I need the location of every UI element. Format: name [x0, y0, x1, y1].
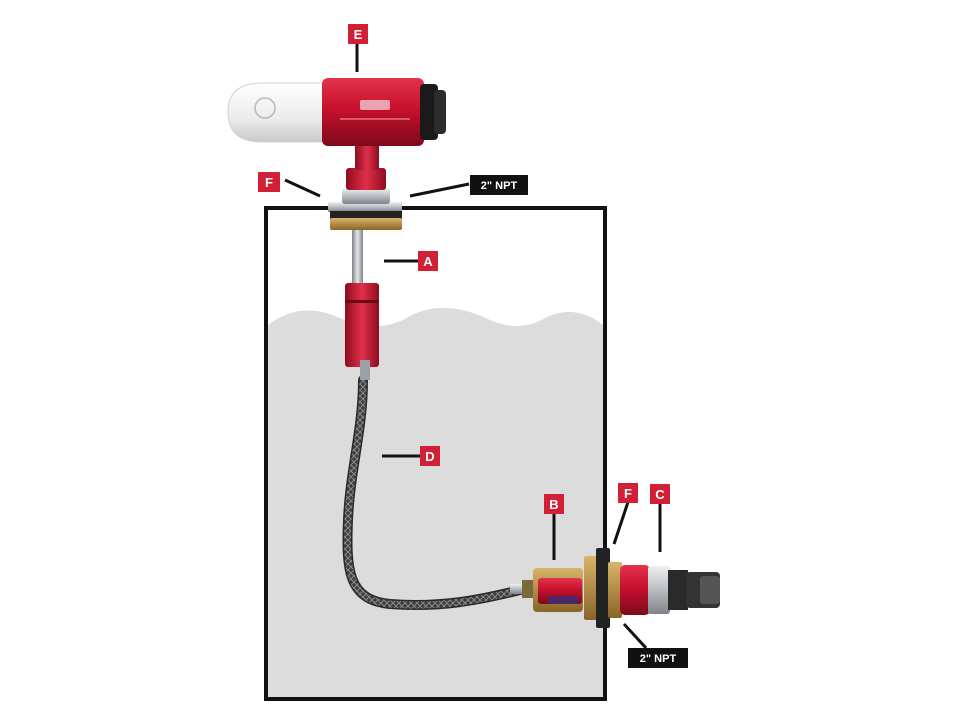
leader-f-top	[284, 178, 321, 198]
hose-d	[342, 375, 525, 611]
label-npt-bottom: 2" NPT	[628, 648, 688, 668]
svg-text:F: F	[265, 175, 273, 190]
leader-npt-top	[409, 182, 470, 198]
dip-tube-a	[345, 225, 379, 380]
svg-text:E: E	[354, 27, 363, 42]
svg-text:2" NPT: 2" NPT	[481, 180, 518, 192]
label-a: A	[418, 251, 438, 271]
leader-npt-bottom	[622, 622, 648, 650]
svg-text:C: C	[655, 487, 665, 502]
svg-text:A: A	[423, 254, 433, 269]
label-d: D	[420, 446, 440, 466]
label-f-top: F	[258, 172, 280, 192]
side-coupler-assembly	[510, 548, 720, 628]
leader-f-right	[612, 501, 630, 545]
svg-text:B: B	[549, 497, 558, 512]
label-c: C	[650, 484, 670, 504]
svg-text:2" NPT: 2" NPT	[640, 653, 677, 665]
label-e: E	[348, 24, 368, 44]
leader-lines	[284, 44, 662, 650]
svg-text:D: D	[425, 449, 434, 464]
label-npt-top: 2" NPT	[470, 175, 528, 195]
svg-text:F: F	[624, 486, 632, 501]
tank-outline	[264, 206, 607, 701]
liquid-fill	[268, 307, 603, 697]
top-bung-fitting	[328, 138, 402, 230]
label-b: B	[544, 494, 564, 514]
top-assembly-e	[227, 78, 446, 146]
label-f-right: F	[618, 483, 638, 503]
